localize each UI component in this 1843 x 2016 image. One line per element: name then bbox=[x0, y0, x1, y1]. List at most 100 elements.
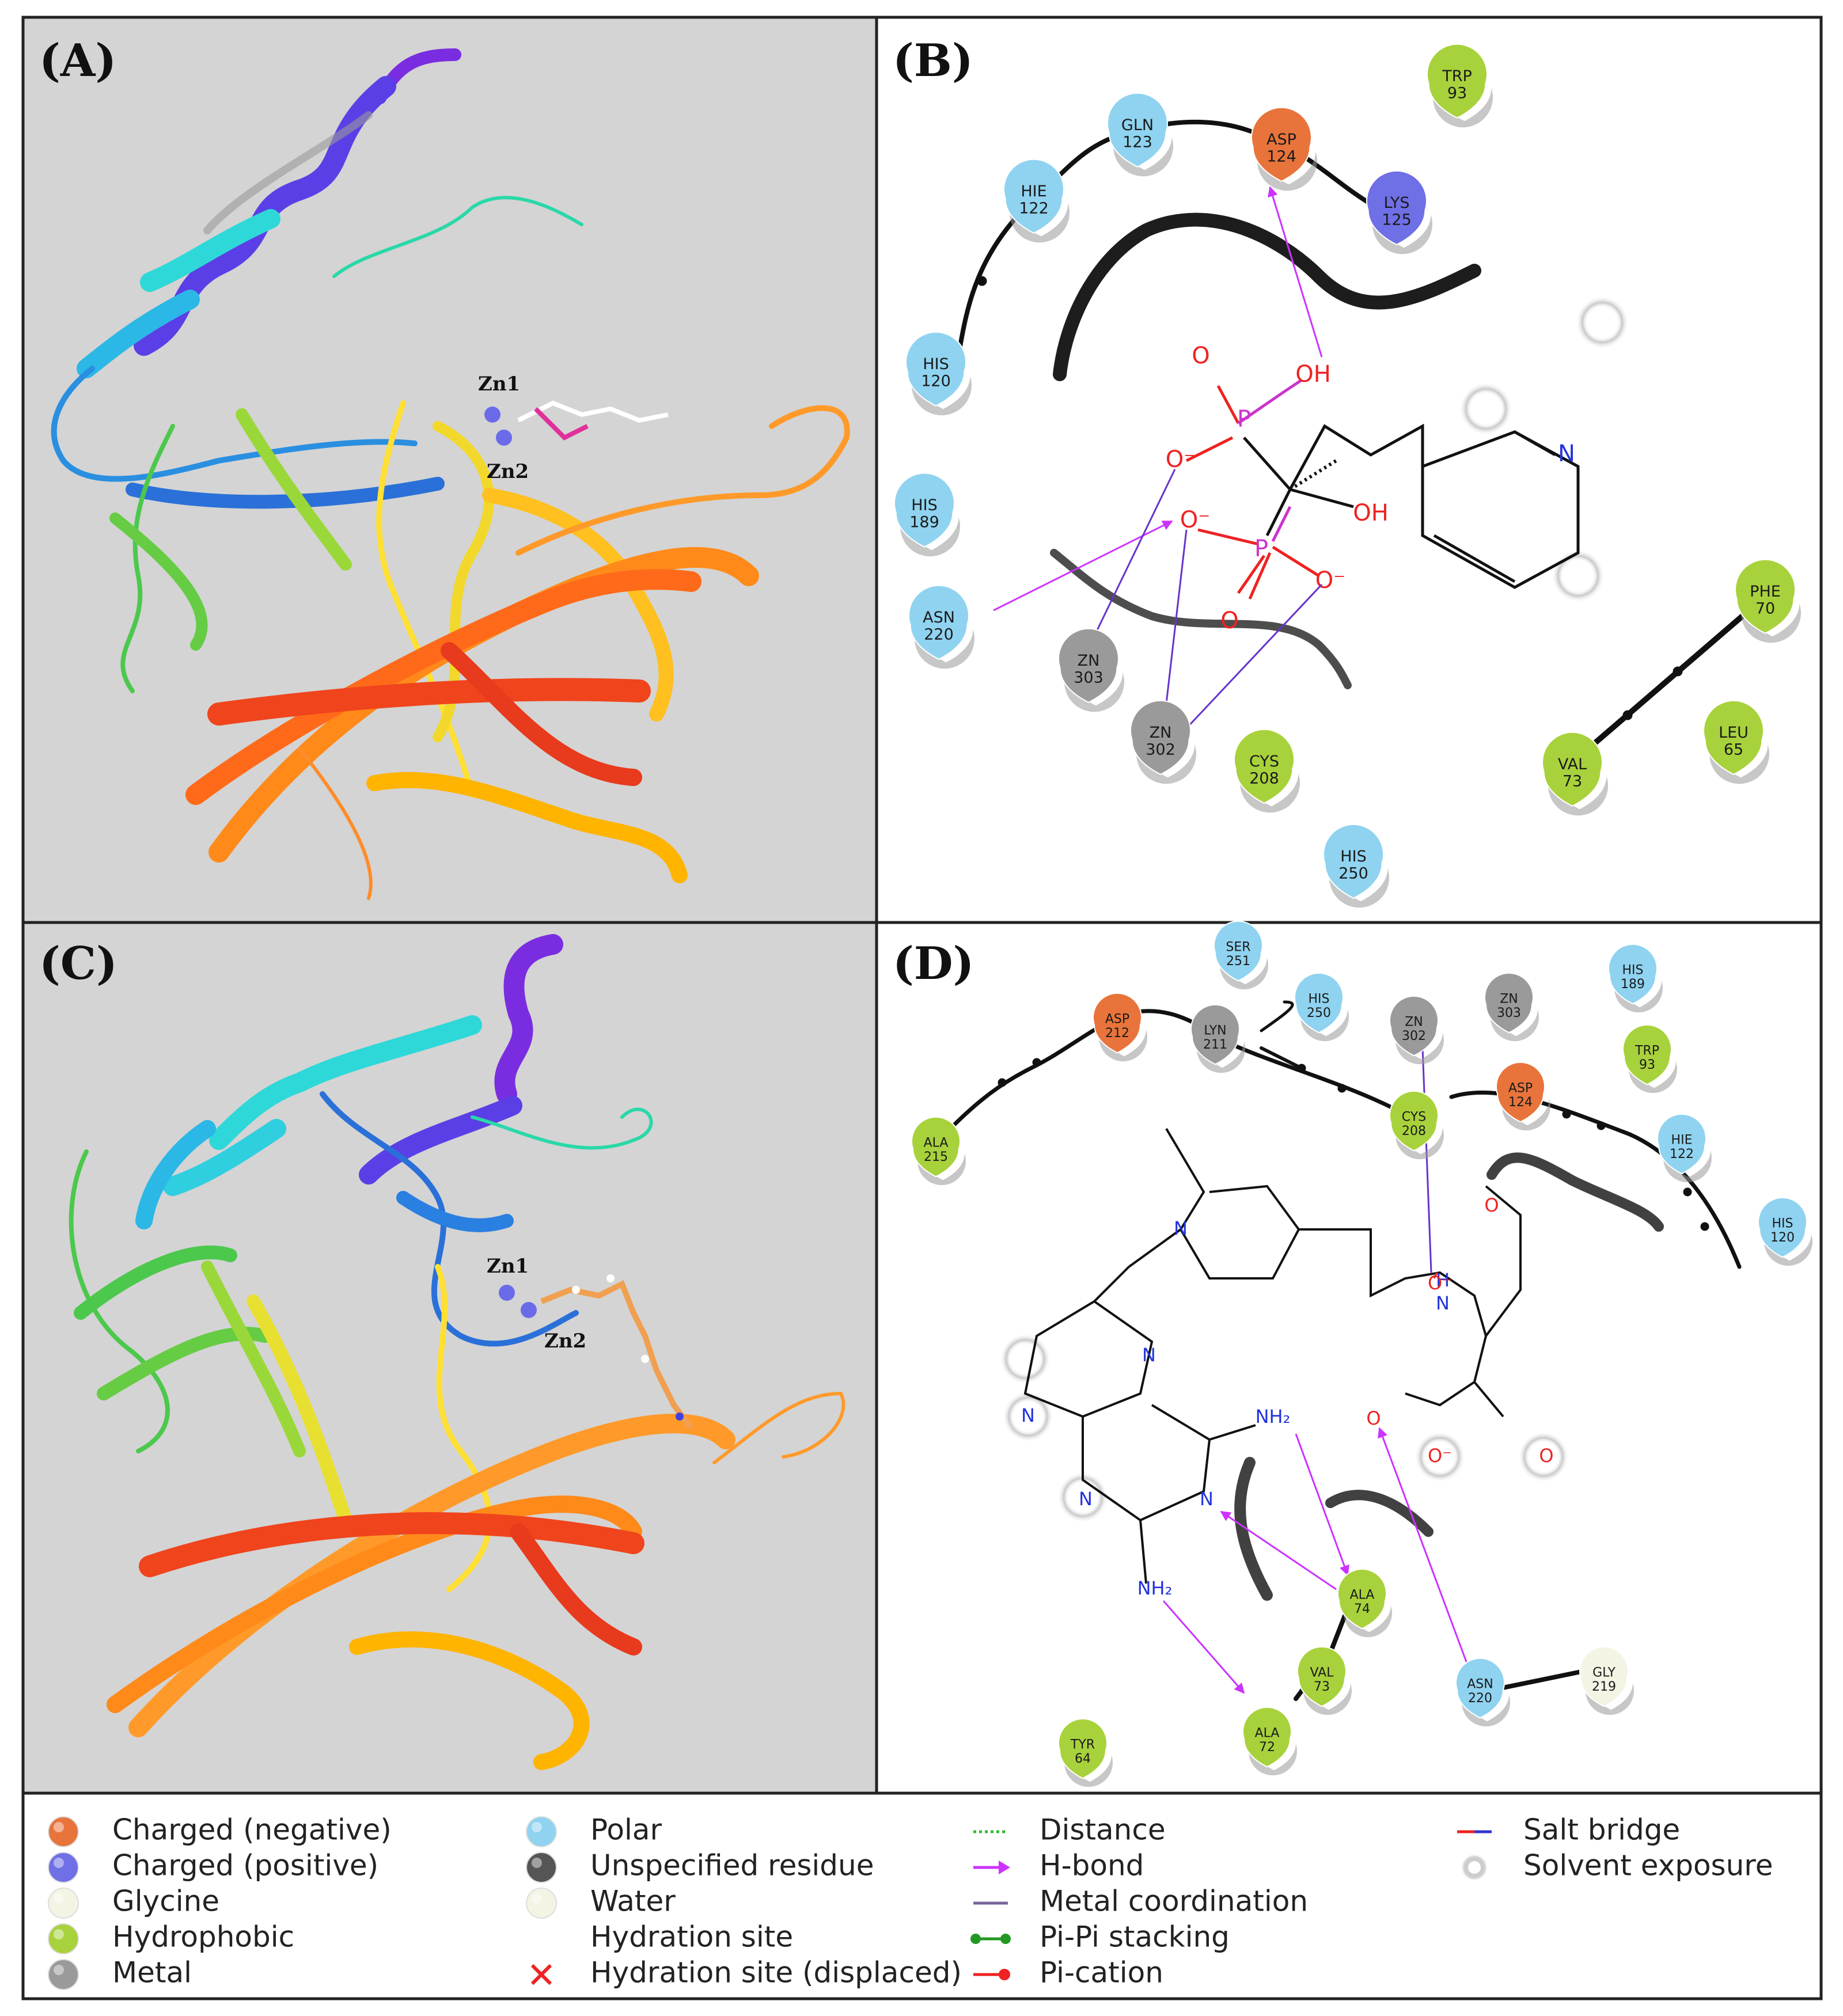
residue-d-num-13: 74 bbox=[1354, 1602, 1370, 1616]
residue-d-name-9: CYS bbox=[1402, 1110, 1426, 1125]
residue-d-name-15: ALA bbox=[1255, 1726, 1280, 1741]
residue-d-name-11: HIE bbox=[1671, 1133, 1693, 1148]
residue-b-num-11: 250 bbox=[1338, 865, 1368, 883]
residue-b-num-2: 124 bbox=[1266, 148, 1296, 166]
legend-label-5: Polar bbox=[590, 1813, 662, 1847]
residue-b-name-11: HIS bbox=[1340, 848, 1366, 865]
residue-d-num-18: 64 bbox=[1075, 1752, 1091, 1766]
atom-d-8: H bbox=[1436, 1269, 1450, 1291]
residue-b-num-8: 303 bbox=[1074, 669, 1103, 687]
legend: Charged (negative)Charged (positive)Glyc… bbox=[21, 1791, 1823, 2000]
residue-d-num-17: 219 bbox=[1592, 1680, 1616, 1694]
legend-item-0: Charged (negative) bbox=[48, 1813, 392, 1847]
atom-d-11: O⁻ bbox=[1428, 1272, 1452, 1294]
atom-b-3: O⁻ bbox=[1166, 446, 1196, 473]
residue-b-name-10: CYS bbox=[1249, 753, 1279, 770]
legend-item-1: Charged (positive) bbox=[48, 1849, 378, 1883]
legend-item-2: Glycine bbox=[48, 1885, 219, 1919]
panel-a-label: (A) bbox=[39, 35, 116, 87]
residue-d-num-12: 120 bbox=[1770, 1231, 1795, 1245]
legend-symbol-ball bbox=[526, 1816, 557, 1847]
residue-b-name-6: HIS bbox=[911, 496, 937, 514]
residue-d-num-5: 211 bbox=[1203, 1038, 1227, 1052]
residue-d-name-0: SER bbox=[1226, 940, 1250, 955]
legend-label-8: Hydration site bbox=[590, 1920, 793, 1954]
legend-item-15: Salt bridge bbox=[1457, 1813, 1680, 1847]
legend-symbol-ball bbox=[48, 1852, 79, 1883]
legend-item-4: Metal bbox=[48, 1956, 192, 1990]
legend-item-14: Pi-cation bbox=[973, 1956, 1163, 1990]
residue-d-name-8: ASP bbox=[1508, 1081, 1533, 1096]
atom-b-6: P bbox=[1254, 536, 1268, 562]
atom-d-4: N bbox=[1200, 1488, 1214, 1510]
residue-b-num-9: 302 bbox=[1146, 741, 1175, 759]
residue-d-name-16: ASN bbox=[1467, 1677, 1493, 1692]
residue-d-name-7: TRP bbox=[1635, 1044, 1659, 1058]
legend-item-13: Pi-Pi stacking bbox=[970, 1920, 1230, 1954]
legend-item-7: Water bbox=[526, 1885, 676, 1919]
ligand-d: N N N N N NH₂ NH₂ O H N O O⁻ O⁻ O bbox=[1000, 1127, 1569, 1599]
residue-d-num-9: 208 bbox=[1402, 1124, 1426, 1138]
residue-d-num-14: 73 bbox=[1314, 1680, 1330, 1694]
atom-d-10: O bbox=[1484, 1194, 1499, 1216]
atom-d-5: NH₂ bbox=[1256, 1406, 1291, 1427]
residue-d-name-12: HIS bbox=[1772, 1217, 1793, 1231]
residue-d-num-10: 215 bbox=[924, 1150, 948, 1164]
legend-item-3: Hydrophobic bbox=[48, 1920, 294, 1954]
legend-label-7: Water bbox=[590, 1885, 676, 1918]
residue-d-name-5: LYN bbox=[1204, 1024, 1226, 1038]
residue-d-num-16: 220 bbox=[1468, 1691, 1492, 1706]
residue-b-name-1: GLN bbox=[1121, 116, 1154, 134]
legend-label-10: Distance bbox=[1040, 1813, 1166, 1847]
residue-b-name-0: TRP bbox=[1442, 67, 1472, 85]
legend-item-10: Distance bbox=[973, 1813, 1166, 1847]
legend-symbol-ball bbox=[48, 1888, 79, 1919]
residue-b-name-8: ZN bbox=[1078, 652, 1100, 670]
zn2-label-a: Zn2 bbox=[487, 460, 529, 483]
legend-label-2: Glycine bbox=[112, 1885, 219, 1918]
legend-label-13: Pi-Pi stacking bbox=[1040, 1920, 1230, 1954]
legend-symbol-ball bbox=[48, 1923, 79, 1954]
zinc-site-c: Zn1 Zn2 bbox=[487, 1255, 693, 1430]
residue-d-num-0: 251 bbox=[1226, 954, 1250, 969]
residue-b-num-14: 65 bbox=[1724, 741, 1743, 759]
residue-d-name-4: ASP bbox=[1105, 1012, 1129, 1027]
legend-item-11: H-bond bbox=[973, 1849, 1144, 1882]
legend-item-16: Solvent exposure bbox=[1461, 1849, 1773, 1882]
residue-b-num-1: 123 bbox=[1123, 134, 1152, 151]
residue-b-num-7: 220 bbox=[924, 626, 954, 644]
atom-d-2: N bbox=[1021, 1404, 1035, 1426]
residue-d-num-15: 72 bbox=[1259, 1740, 1275, 1755]
protein-ribbon-c bbox=[69, 934, 845, 1770]
residue-d-num-8: 124 bbox=[1508, 1095, 1533, 1110]
interactions-d bbox=[1162, 1047, 1473, 1694]
legend-label-15: Salt bridge bbox=[1523, 1813, 1680, 1847]
panel-a: (A) bbox=[21, 16, 878, 924]
zinc-site-a: Zn1 Zn2 bbox=[478, 373, 669, 483]
residue-d-name-13: ALA bbox=[1350, 1588, 1375, 1603]
residue-b-name-7: ASN bbox=[923, 609, 955, 627]
zn2-label-c: Zn2 bbox=[544, 1330, 586, 1353]
atom-b-2: P bbox=[1237, 406, 1251, 432]
zn1-label-c: Zn1 bbox=[487, 1255, 529, 1278]
legend-label-11: H-bond bbox=[1040, 1849, 1144, 1882]
legend-label-1: Charged (positive) bbox=[112, 1849, 378, 1882]
legend-label-16: Solvent exposure bbox=[1523, 1849, 1773, 1882]
legend-item-5: Polar bbox=[526, 1813, 662, 1847]
legend-label-9: Hydration site (displaced) bbox=[590, 1956, 962, 1990]
